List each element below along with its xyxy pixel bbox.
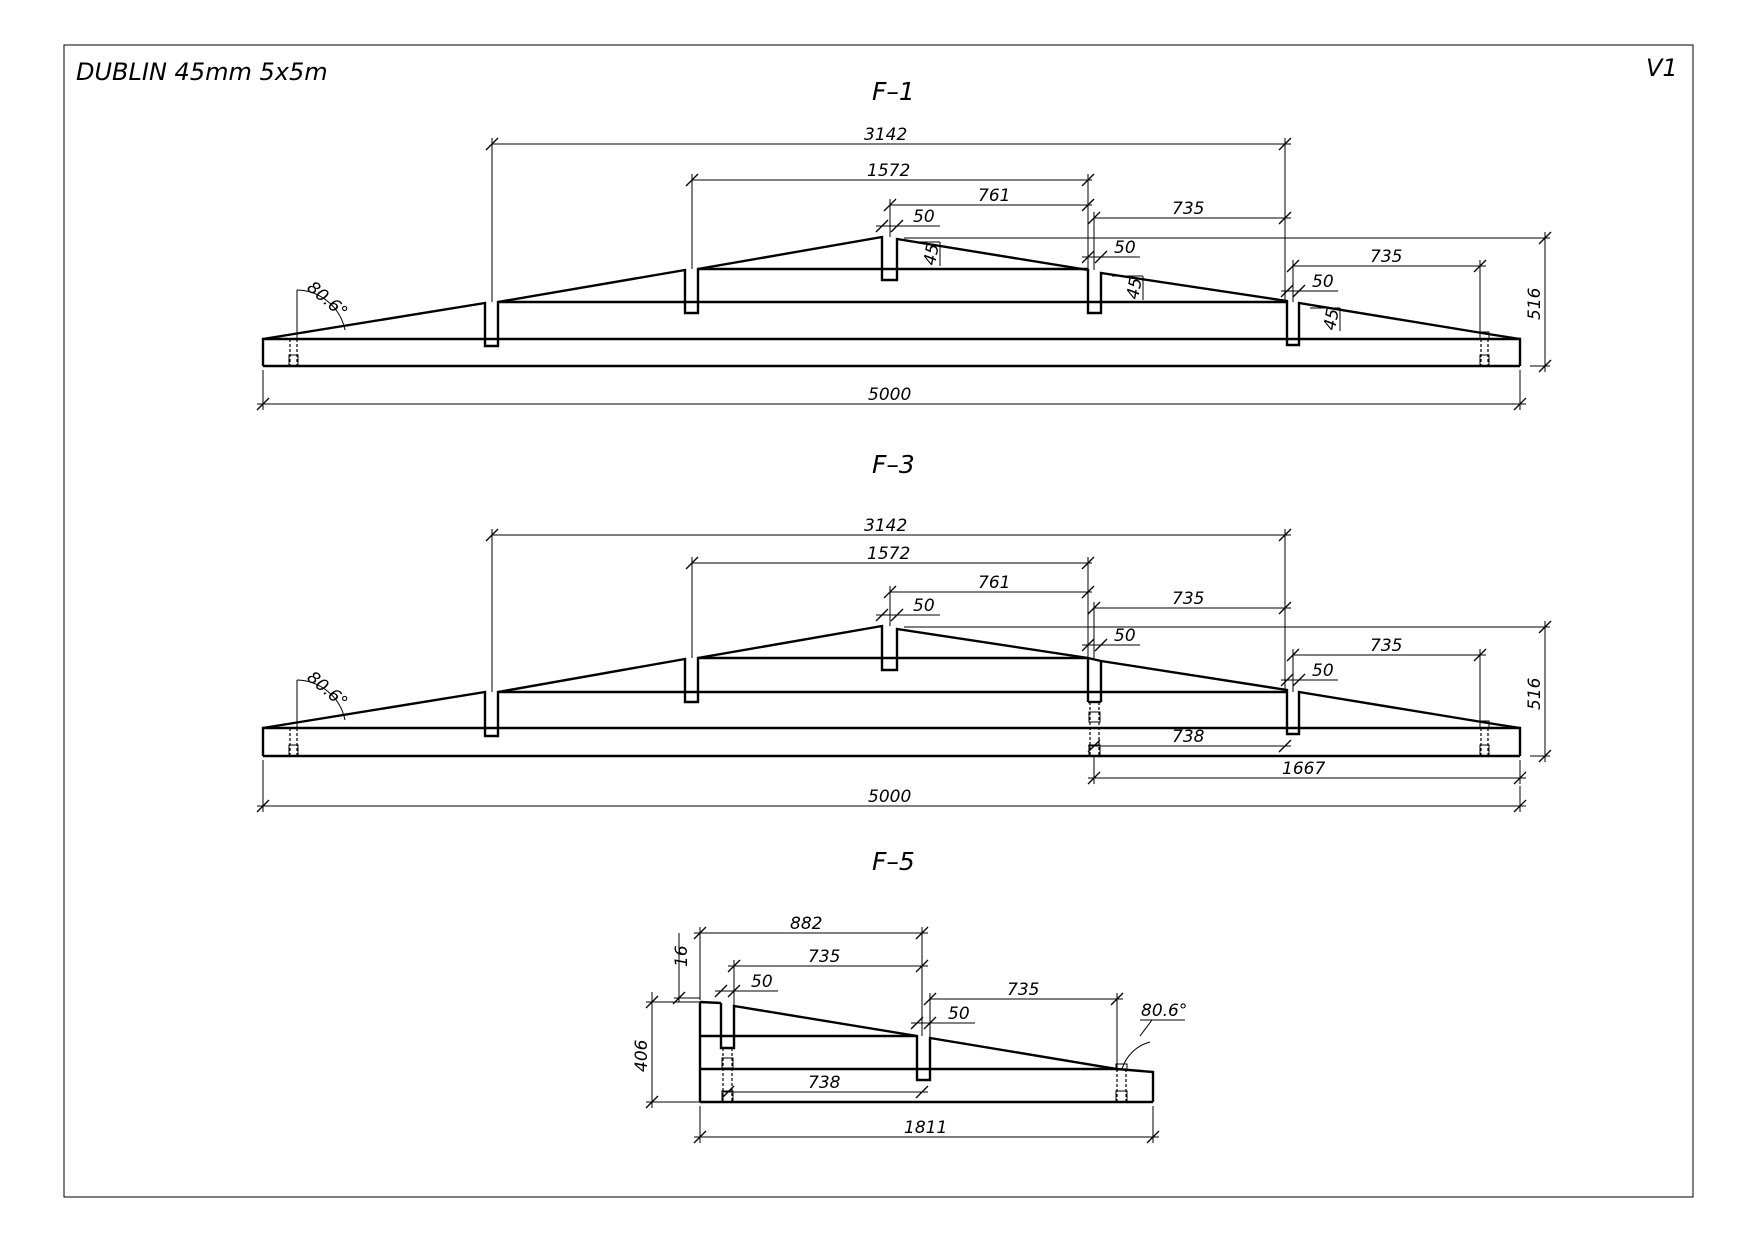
f3-dim-1572: 1572 bbox=[867, 544, 910, 564]
f1-dim-50-a: 50 bbox=[1114, 238, 1136, 258]
f5-dim-882: 882 bbox=[790, 914, 822, 934]
f1-dim-735-b: 735 bbox=[1370, 247, 1402, 267]
drawing-frame bbox=[63, 44, 1694, 1198]
f3-dim-5000: 5000 bbox=[868, 787, 911, 807]
view-f5: F–5 882 bbox=[632, 847, 1187, 1144]
f5-dim-406: 406 bbox=[632, 1039, 652, 1072]
f3-dim-1667: 1667 bbox=[1282, 759, 1325, 779]
f5-dimensions: 882 735 50 735 50 16 bbox=[632, 914, 1187, 1144]
f3-dimensions: 3142 1572 761 50 735 50 735 bbox=[256, 516, 1552, 813]
f1-dim-45-c: 45 bbox=[1320, 307, 1343, 332]
f3-dim-50-top: 50 bbox=[913, 596, 935, 616]
f5-angle-80: 80.6° bbox=[1141, 1001, 1187, 1021]
f1-dimensions: 3142 1572 761 50 735 50 bbox=[256, 125, 1552, 411]
f5-dim-1811: 1811 bbox=[904, 1118, 947, 1138]
f1-dim-3142: 3142 bbox=[864, 125, 907, 145]
f5-dim-738: 738 bbox=[808, 1073, 841, 1093]
f3-dim-50-b: 50 bbox=[1312, 661, 1334, 681]
f3-angle-80: 80.6° bbox=[303, 668, 351, 713]
f5-geometry bbox=[698, 1000, 1155, 1104]
view-f1-title: F–1 bbox=[872, 77, 915, 106]
view-f3: F–3 3142 bbox=[256, 450, 1552, 813]
f3-dim-50-a: 50 bbox=[1114, 626, 1136, 646]
f5-dim-50-left: 50 bbox=[751, 972, 773, 992]
f1-dim-50-top: 50 bbox=[913, 207, 935, 227]
f1-dim-516: 516 bbox=[1525, 287, 1545, 320]
f5-dim-735-right: 735 bbox=[1007, 980, 1039, 1000]
f1-angle-80: 80.6° bbox=[303, 278, 351, 323]
f5-dim-16: 16 bbox=[672, 945, 692, 967]
f3-dim-738: 738 bbox=[1172, 727, 1205, 747]
version-label: V1 bbox=[1646, 54, 1678, 82]
f1-dim-45-a: 45 bbox=[920, 242, 943, 267]
view-f1: F–1 3142 bbox=[256, 77, 1552, 411]
f1-dim-45-b: 45 bbox=[1123, 276, 1146, 301]
drawing-title: DUBLIN 45mm 5x5m bbox=[76, 58, 328, 86]
f1-geometry bbox=[261, 235, 1522, 368]
f3-dim-735-a: 735 bbox=[1172, 589, 1204, 609]
f1-dim-50-b: 50 bbox=[1312, 272, 1334, 292]
f3-dim-761: 761 bbox=[978, 573, 1010, 593]
f3-dim-735-b: 735 bbox=[1370, 636, 1402, 656]
view-f3-title: F–3 bbox=[872, 450, 915, 479]
view-f5-title: F–5 bbox=[872, 847, 915, 876]
f5-dim-50-right: 50 bbox=[948, 1004, 970, 1024]
f3-geometry bbox=[261, 624, 1522, 758]
f1-dim-761: 761 bbox=[978, 186, 1010, 206]
f3-dim-3142: 3142 bbox=[864, 516, 907, 536]
f3-dim-516: 516 bbox=[1525, 677, 1545, 710]
f5-dim-735-top: 735 bbox=[808, 947, 840, 967]
f1-dim-1572: 1572 bbox=[867, 161, 910, 181]
f1-dim-5000: 5000 bbox=[868, 385, 911, 405]
f1-dim-735-a: 735 bbox=[1172, 199, 1204, 219]
